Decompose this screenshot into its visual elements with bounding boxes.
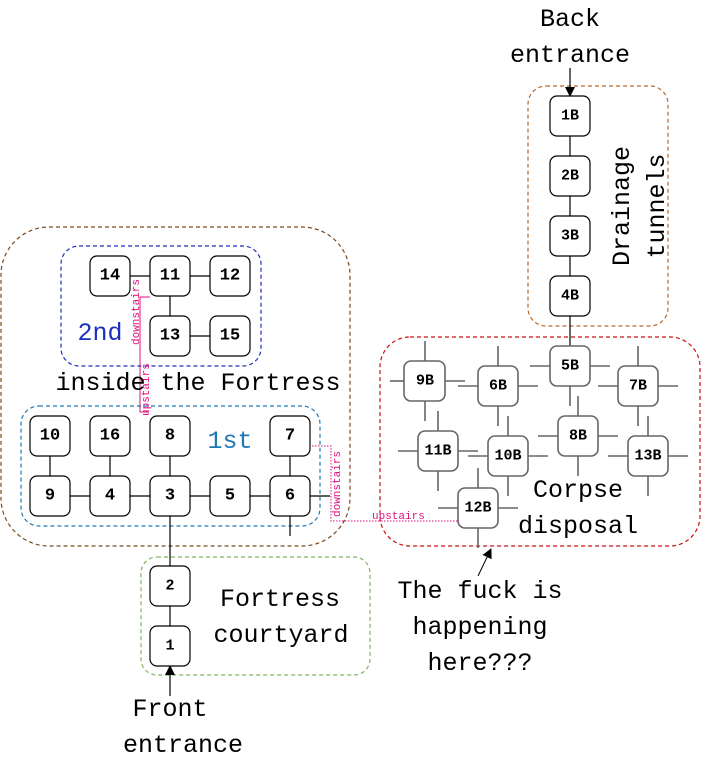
- node-15-label: 15: [220, 327, 240, 346]
- node-9[interactable]: 9: [29, 475, 71, 517]
- node-7b[interactable]: 7B: [617, 365, 659, 407]
- courtyard-label-line1: Fortress: [220, 585, 340, 614]
- front-entrance-label-line2: entrance: [123, 731, 243, 760]
- node-3[interactable]: 3: [149, 475, 191, 517]
- stairs-label-downstairs-2nd: downstairs: [131, 279, 143, 345]
- node-1b[interactable]: 1B: [549, 95, 591, 137]
- floor2-label: 2nd: [77, 319, 122, 348]
- node-9b[interactable]: 9B: [403, 360, 446, 402]
- corpse-edges: [390, 341, 688, 548]
- node-12-label: 12: [220, 267, 240, 286]
- corpse-label-line1: Corpse: [533, 476, 623, 505]
- corpse-region: [379, 336, 701, 547]
- node-2b-label: 2B: [561, 168, 579, 185]
- node-2[interactable]: 2: [149, 565, 191, 607]
- node-14[interactable]: 14: [89, 255, 131, 297]
- node-4[interactable]: 4: [89, 475, 131, 517]
- node-10b[interactable]: 10B: [487, 435, 529, 477]
- stairs-link-1st-to-corpse: [312, 445, 458, 522]
- stairs-label-upstairs-1st: upstairs: [141, 363, 153, 416]
- question-arrow: [477, 548, 492, 577]
- node-13b-label: 13B: [634, 448, 661, 465]
- node-1-label: 1: [165, 638, 174, 655]
- node-3b-label: 3B: [561, 228, 579, 245]
- node-13-label: 13: [160, 327, 180, 346]
- question-label-line3: here???: [427, 649, 532, 678]
- node-15[interactable]: 15: [209, 315, 251, 357]
- front-entrance-label-line1: Front: [132, 695, 207, 724]
- node-14-label: 14: [100, 267, 120, 286]
- node-11b[interactable]: 11B: [417, 430, 459, 472]
- node-6-label: 6: [285, 487, 295, 506]
- node-11[interactable]: 11: [149, 255, 191, 297]
- corpse-label-line2: disposal: [518, 512, 638, 541]
- node-13b[interactable]: 13B: [627, 435, 669, 477]
- node-11b-label: 11B: [424, 443, 451, 460]
- node-11-label: 11: [160, 267, 180, 286]
- node-9-label: 9: [45, 487, 55, 506]
- drainage-label-line2: tunnels: [643, 153, 672, 258]
- node-1[interactable]: 1: [149, 625, 191, 667]
- node-1b-label: 1B: [561, 108, 579, 125]
- node-8[interactable]: 8: [149, 415, 191, 457]
- node-16[interactable]: 16: [89, 415, 131, 457]
- stairs-link-2nd-to-1st: [139, 296, 150, 413]
- courtyard-label-line2: courtyard: [213, 621, 348, 650]
- stairs-label-upstairs-corpse: upstairs: [372, 511, 425, 523]
- node-5b[interactable]: 5B: [549, 345, 591, 387]
- node-8b[interactable]: 8B: [557, 415, 599, 457]
- node-8b-label: 8B: [569, 428, 587, 445]
- fortress-region: [0, 226, 351, 547]
- node-7[interactable]: 7: [269, 415, 311, 457]
- drainage-label-line1: Drainage: [608, 146, 637, 266]
- node-10b-label: 10B: [494, 448, 521, 465]
- inside-fortress-label: inside the Fortress: [55, 369, 340, 398]
- node-10[interactable]: 10: [29, 415, 71, 457]
- floor2-region: [60, 245, 262, 367]
- node-4-label: 4: [105, 487, 115, 506]
- node-3b[interactable]: 3B: [549, 215, 591, 257]
- node-3-label: 3: [165, 487, 175, 506]
- question-label-line1: The fuck is: [397, 577, 562, 606]
- node-2-label: 2: [165, 578, 174, 595]
- floor1-label: 1st: [207, 427, 252, 456]
- node-2b[interactable]: 2B: [549, 155, 591, 197]
- node-10-label: 10: [40, 427, 60, 446]
- node-4b[interactable]: 4B: [549, 275, 591, 317]
- node-7b-label: 7B: [629, 378, 647, 395]
- back-entrance-label-line1: Back: [540, 5, 600, 34]
- node-12b[interactable]: 12B: [457, 487, 499, 529]
- node-12[interactable]: 12: [209, 255, 251, 297]
- node-16-label: 16: [100, 427, 120, 446]
- node-4b-label: 4B: [561, 288, 579, 305]
- stairs-label-downstairs-1st: downstairs: [332, 451, 344, 517]
- node-12b-label: 12B: [464, 500, 491, 517]
- node-6[interactable]: 6: [269, 475, 311, 517]
- drainage-region: [527, 85, 669, 327]
- node-7-label: 7: [285, 427, 295, 446]
- node-5-label: 5: [225, 487, 235, 506]
- node-6b[interactable]: 6B: [477, 365, 519, 407]
- question-label-line2: happening: [412, 613, 547, 642]
- node-6b-label: 6B: [489, 378, 507, 395]
- fortress-edges: [49, 275, 330, 626]
- back-entrance-label-line2: entrance: [510, 41, 630, 70]
- node-8-label: 8: [165, 427, 175, 446]
- node-9b-label: 9B: [416, 373, 434, 390]
- courtyard-region: [140, 556, 371, 676]
- node-5b-label: 5B: [561, 358, 579, 375]
- node-13[interactable]: 13: [149, 315, 191, 357]
- node-5[interactable]: 5: [209, 475, 251, 517]
